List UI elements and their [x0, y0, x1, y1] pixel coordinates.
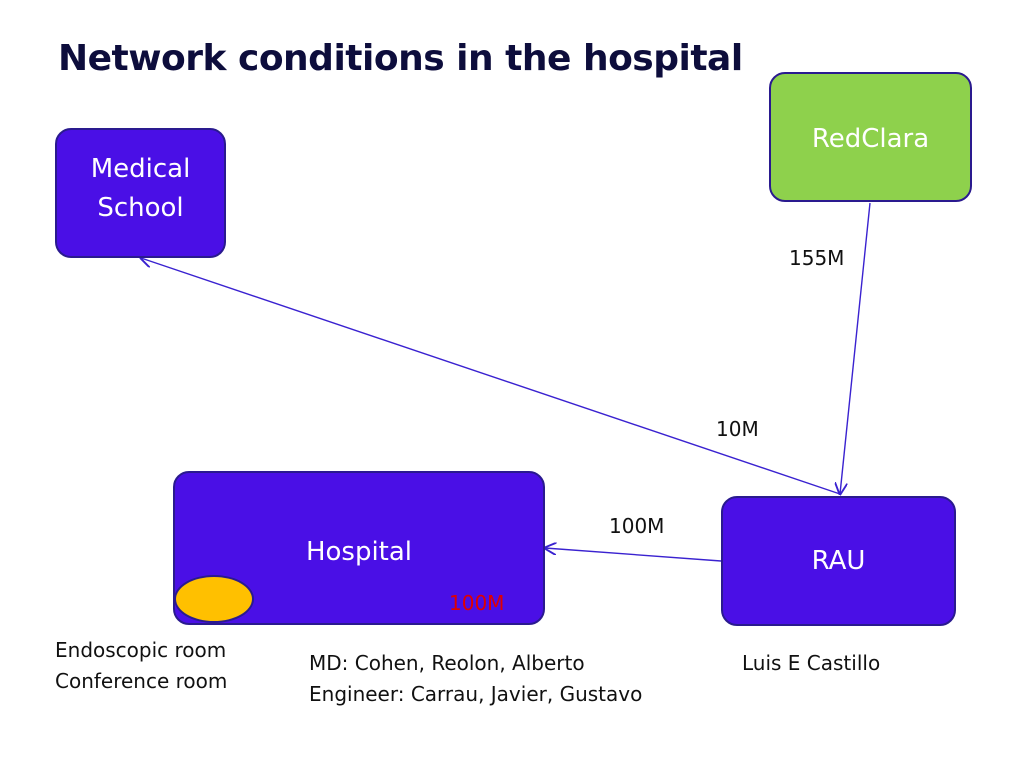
hospital-node: Hospital: [173, 471, 545, 625]
link-rau-hospital: [545, 548, 722, 562]
link-label-redclara-rau: 155M: [789, 246, 845, 270]
rau-label: RAU: [811, 545, 866, 576]
link-rau-medical-school: [141, 258, 841, 495]
redclara-label: RedClara: [811, 124, 930, 154]
medical-school-label: Medical School: [90, 154, 191, 223]
medical-school-node: Medical School: [55, 128, 226, 258]
link-redclara-rau: [840, 202, 871, 494]
endoscopic-room-ellipse: [174, 575, 254, 623]
rooms-caption: Endoscopic room Conference room: [55, 638, 228, 693]
link-label-rau-hospital: 100M: [609, 514, 665, 538]
author-caption: Luis E Castillo: [742, 651, 881, 675]
redclara-node: RedClara: [769, 72, 972, 202]
link-label-rau-medical-school: 10M: [716, 417, 759, 441]
rau-node: RAU: [721, 496, 956, 626]
team-caption: MD: Cohen, Reolon, Alberto Engineer: Car…: [309, 651, 643, 706]
hospital-label: Hospital: [305, 537, 413, 567]
slide-title: Network conditions in the hospital: [58, 38, 743, 79]
link-label-hospital-room: 100M: [449, 591, 505, 615]
